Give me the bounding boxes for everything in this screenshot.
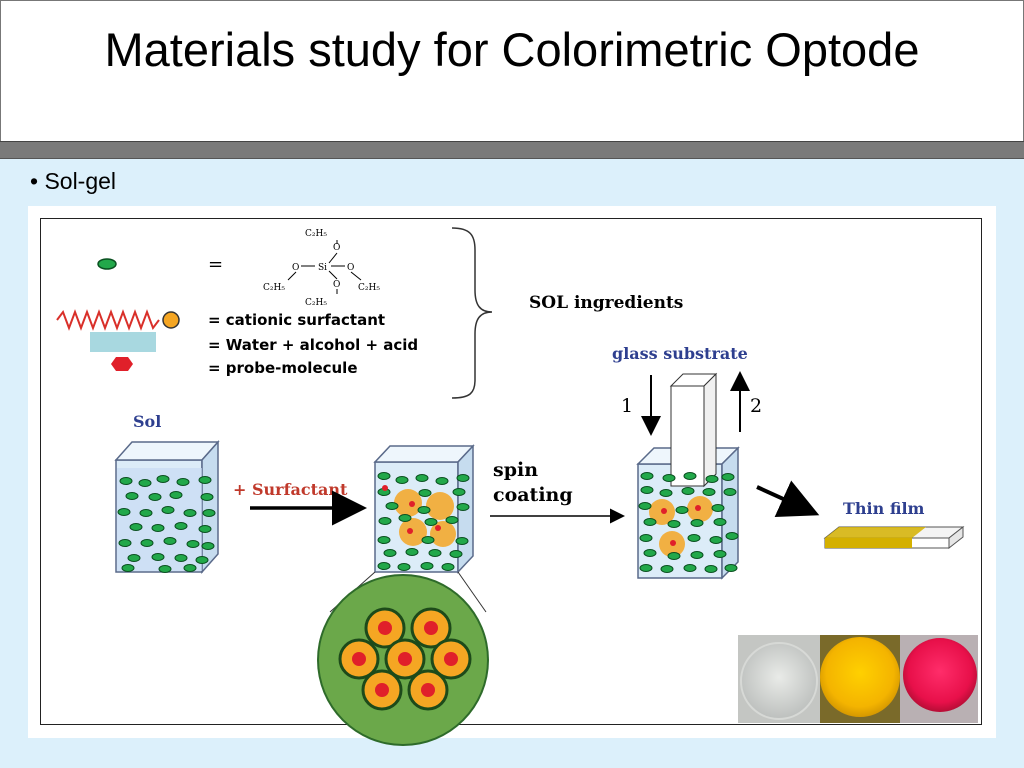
legend-probe: = probe-molecule (208, 359, 358, 377)
arrow-up-label: 2 (750, 395, 762, 417)
svg-text:C₂H₅: C₂H₅ (358, 283, 380, 293)
surfactant-tail-icon (56, 309, 160, 331)
glass-substrate-label: glass substrate (612, 344, 748, 363)
thin-film-label: Thin film (843, 499, 925, 518)
svg-text:Si: Si (318, 263, 327, 273)
surfactant-head-icon (162, 311, 180, 329)
legend-brace (451, 227, 493, 399)
legend-water: = Water + alcohol + acid (208, 336, 418, 354)
coated-probe-dots (661, 505, 701, 546)
slide-title: Materials study for Colorimetric Optode (104, 23, 920, 76)
sol-ingredients-label: SOL ingredients (529, 293, 683, 313)
water-swatch-icon (90, 332, 156, 352)
zoom-micelles (338, 607, 472, 711)
sample-photos (738, 635, 978, 723)
svg-text:O: O (333, 280, 340, 290)
svg-text:O: O (292, 263, 299, 273)
sol-particles (117, 475, 216, 573)
svg-text:C₂H₅: C₂H₅ (305, 298, 327, 308)
surfactant-step-label: + Surfactant (233, 480, 348, 499)
title-divider (0, 141, 1024, 159)
bullet-sol-gel: • Sol-gel (30, 168, 117, 194)
silica-oligomer-icon (97, 258, 117, 270)
svg-text:O: O (347, 263, 354, 273)
silane-structure: C₂H₅ O O Si O C₂H₅ C₂H₅ O C₂H₅ (263, 229, 380, 308)
svg-text:C₂H₅: C₂H₅ (263, 283, 285, 293)
thin-film-slide (823, 525, 965, 550)
svg-text:O: O (333, 243, 340, 253)
arrow-to-thin-film (756, 480, 820, 517)
probe-molecule-icon (111, 357, 133, 371)
coated-particles (638, 472, 739, 573)
legend-surfactant: = cationic surfactant (208, 311, 385, 329)
surfactant-particles (377, 472, 470, 571)
glass-slide (669, 372, 718, 488)
coating-label: coating (493, 484, 573, 506)
zoom-line-right (457, 571, 487, 613)
sol-label: Sol (133, 412, 161, 431)
diagram-frame (40, 218, 982, 725)
arrow-down-label: 1 (621, 395, 633, 417)
probe-dots (382, 485, 441, 534)
micelle-clusters (394, 489, 456, 547)
title-area (0, 0, 1024, 142)
svg-text:C₂H₅: C₂H₅ (305, 229, 327, 239)
spin-label: spin (493, 459, 538, 481)
legend-equals: = (208, 254, 223, 275)
